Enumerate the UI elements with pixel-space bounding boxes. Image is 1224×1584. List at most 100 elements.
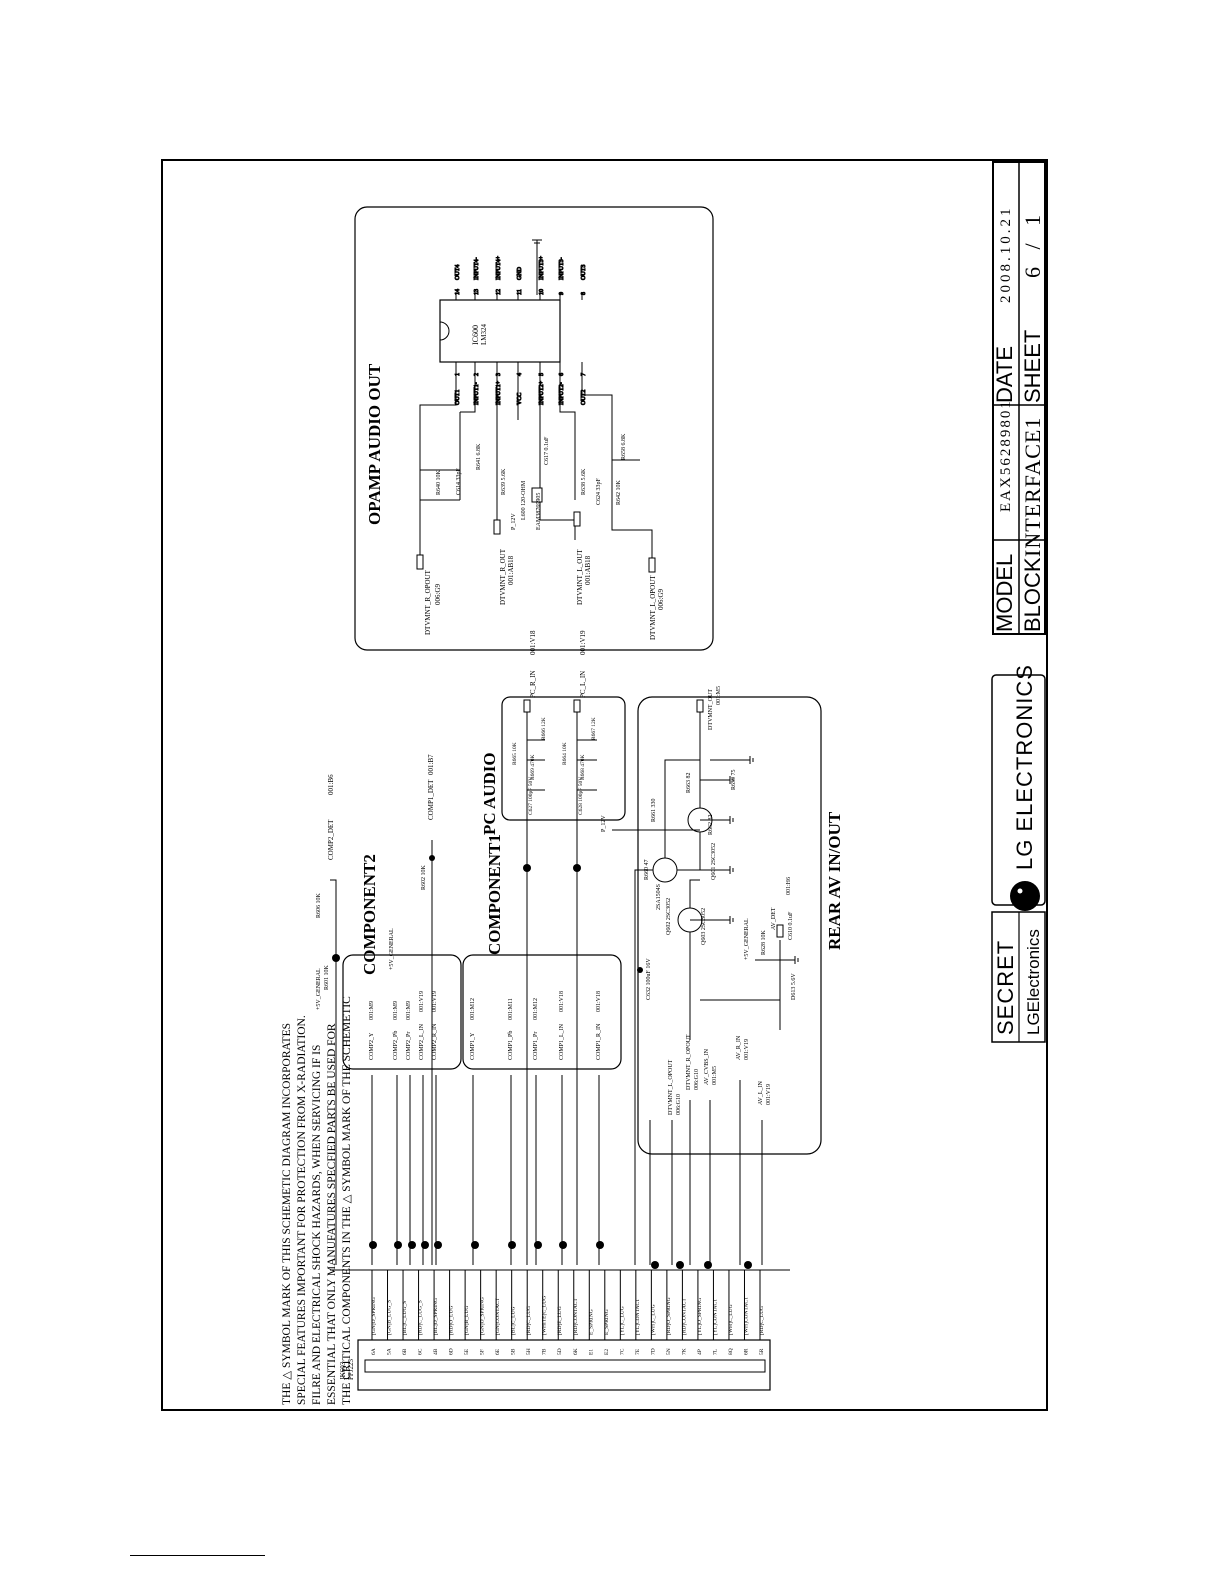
- comp-rv2: R601 10K: [324, 964, 330, 990]
- ic600-pin-name-8: OUT3: [581, 265, 587, 280]
- opamp-l600: L600 120-OHM: [521, 480, 527, 520]
- opamp-l-in-ref: 001:AB18: [584, 555, 592, 585]
- opamp-audio-block: OPAMP AUDIO OUT IC600 LM324 1OUT12INPUT1…: [354, 206, 714, 651]
- pc-r-in-ref: 001:V18: [529, 630, 537, 655]
- rear-r662: R662 82: [708, 814, 714, 835]
- rear-c610: C610 0.1uF: [788, 911, 794, 940]
- jk603-pin-num-5N: 5N: [666, 1348, 672, 1355]
- ic600-pin-num-7: 7: [581, 373, 587, 376]
- rear-r661: R661 330: [651, 798, 657, 822]
- opamp-r642: R642 10K: [616, 479, 622, 505]
- ic600-pin-num-4: 4: [517, 373, 523, 376]
- pc-r666: R666 12K: [541, 717, 547, 740]
- rear-r659: R659 75: [731, 769, 737, 790]
- comp1-pr-net: COMP1_Pr: [533, 1032, 539, 1060]
- ic600-pin-name-2: INPUT1-: [474, 382, 480, 405]
- av-cvbs-net: AV_CVBS_IN: [704, 1048, 710, 1085]
- ic600-pin-name-4: VCC: [517, 393, 523, 405]
- jk603-pin-num-4P: 4P: [697, 1349, 703, 1355]
- ic600-part: LM324: [480, 324, 488, 346]
- jk603-pin-num-E2: E2: [604, 1349, 610, 1355]
- ic600-pin-num-1: 1: [455, 373, 461, 376]
- ic600-pin-num-10: 10: [539, 289, 545, 295]
- rear-q602: Q602 2SC3052: [666, 898, 672, 935]
- comp2-l-ref: 001:V19: [419, 991, 425, 1012]
- jk603-pin-num-6D: 6D: [449, 1348, 455, 1355]
- jk603-part: PPJ223: [347, 1358, 355, 1380]
- jk603-pin-label-5D: [RD]E_LUG: [557, 1306, 563, 1335]
- rear-p12v: P_12V: [601, 815, 607, 832]
- component2-title: COMPONENT2: [360, 854, 379, 975]
- jk603-pin-label-8Q: [WH]C_LUG: [728, 1304, 734, 1335]
- jk603-pin-num-7C: 7C: [619, 1348, 625, 1355]
- jk603-pin-num-6C: 6C: [418, 1348, 424, 1355]
- jk603-pin-label-7C: [YL]C_LUG: [619, 1306, 625, 1335]
- ic600-pin-name-14: OUT4: [455, 265, 461, 280]
- jk603-pin-label-5B: [BL]C_LUG: [511, 1307, 517, 1335]
- pc-r668: R668 470K: [580, 754, 586, 780]
- comp2-y-net: COMP2_Y: [369, 1032, 375, 1060]
- rear-q601: Q601 2SC3052: [711, 843, 717, 880]
- comp1-r-net: COMP1_R_IN: [596, 1023, 602, 1060]
- warning-notes: THE △ SYMBOL MARK OF THIS SCHEMETIC DIAG…: [281, 996, 353, 1405]
- comp2-det-net: COMP2_DET: [327, 819, 335, 860]
- jk603-pin-num-5R: 5R: [759, 1348, 765, 1355]
- jk603-pin-num-5E: 5E: [464, 1348, 470, 1355]
- jk603-pin-label-7B: [WHITE]C_LUG: [542, 1296, 548, 1335]
- jk603-pin-label-7L: [YL]CONTACT: [712, 1298, 718, 1335]
- model-value: EAX56289801: [998, 399, 1014, 512]
- comp2-pb-net: COMP2_Pb: [393, 1031, 399, 1060]
- rear-av-title: REAR AV IN/OUT: [825, 811, 844, 950]
- date-value: 2008.10.21: [998, 206, 1014, 304]
- opamp-r638: R638 5.6K: [581, 468, 587, 495]
- jk603-pin-num-6K: 6K: [573, 1348, 579, 1355]
- warning-line-2: FILRE AND ELECTRICAL SHOCK HAZARDS, WHEN…: [311, 1045, 323, 1405]
- jk603-pin-num-6A: 6A: [371, 1348, 377, 1355]
- jk603-pin-label-6E: [GN]CONTACT: [495, 1297, 501, 1335]
- jk603-pin-label-6R: [WH]CONTACT: [743, 1296, 749, 1335]
- secret-label: SECRET: [993, 940, 1018, 1035]
- comp1-y-ref: 001:M12: [470, 998, 476, 1020]
- rear-out-net: DTVMNT_OUT: [708, 689, 714, 730]
- rear-q603: Q603 2SC3052: [701, 908, 707, 945]
- comp1-det-ref: 001:B7: [427, 754, 435, 775]
- jk603-pin-num-7D: 7D: [650, 1348, 656, 1355]
- opamp-l-in-net: DTVMNT_L_OUT: [576, 549, 584, 605]
- jk603-pin-label-5R: [RD]C_LUG: [759, 1306, 765, 1335]
- ic600-pin-name-7: OUT2: [581, 390, 587, 405]
- comp-general: +5V_GENERAL: [316, 968, 322, 1010]
- ic600-pin-num-8: 8: [581, 292, 587, 295]
- ic600-pin-name-6: INPUT2-: [559, 382, 565, 405]
- ic600-pin-name-13: INPUT4-: [474, 257, 480, 280]
- jk603-pin-label-6A: [GN]O_SPRING: [371, 1297, 377, 1335]
- comp-rv1: R606 10K: [316, 892, 322, 918]
- opamp-part-no: EAM38769905: [536, 493, 542, 530]
- warning-line-0: THE △ SYMBOL MARK OF THIS SCHEMETIC DIAG…: [281, 1023, 293, 1405]
- comp1-pr-ref: 001:M12: [533, 998, 539, 1020]
- jk603-pin-num-7K: 7K: [681, 1348, 687, 1355]
- pc-l-in-net: PC_L_IN: [579, 671, 587, 698]
- av-lopout-ref: 006:G10: [676, 1094, 682, 1115]
- jk603-pin-num-7B: 7B: [542, 1348, 548, 1355]
- av-l-net: AV_L_IN: [758, 1080, 764, 1105]
- jk603-pin-label-5H: [RD]C_LUG: [526, 1306, 532, 1335]
- av-ropout-ref: 006:G10: [694, 1069, 700, 1090]
- comp-general-2: +5V_GENERAL: [389, 928, 395, 970]
- opamp-p12v: P_12V: [511, 513, 517, 530]
- ic600-pin-name-11: GND: [517, 266, 523, 280]
- jk603-pin-num-5B: 5B: [511, 1348, 517, 1355]
- opamp-c614: C614 33pF: [456, 467, 462, 495]
- rear-5v-net: +5V_GENERAL: [744, 918, 750, 960]
- connector-jk603: JK603 PPJ223 6A[GN]O_SPRING5A[GN]B_LUG_S…: [339, 1270, 771, 1391]
- company-name: LG ELECTRONICS: [1012, 664, 1037, 870]
- comp1-pb-ref: 001:M11: [508, 998, 514, 1020]
- footer-underline: [130, 1555, 265, 1556]
- warning-line-4: THE CRITICAL COMPONENTS IN THE △ SYMBOL …: [341, 996, 353, 1405]
- sheet-border: [161, 159, 1048, 1411]
- jk603-pin-num-8Q: 8Q: [728, 1348, 734, 1355]
- ic600-pin-name-1: OUT1: [455, 390, 461, 405]
- opamp-r658: R658 6.8K: [621, 433, 627, 460]
- rear-out-ref: 001:M5: [716, 686, 722, 705]
- jk603-ref: JK603: [339, 1361, 347, 1380]
- pc-c627: C627 100pF 50V: [528, 777, 534, 815]
